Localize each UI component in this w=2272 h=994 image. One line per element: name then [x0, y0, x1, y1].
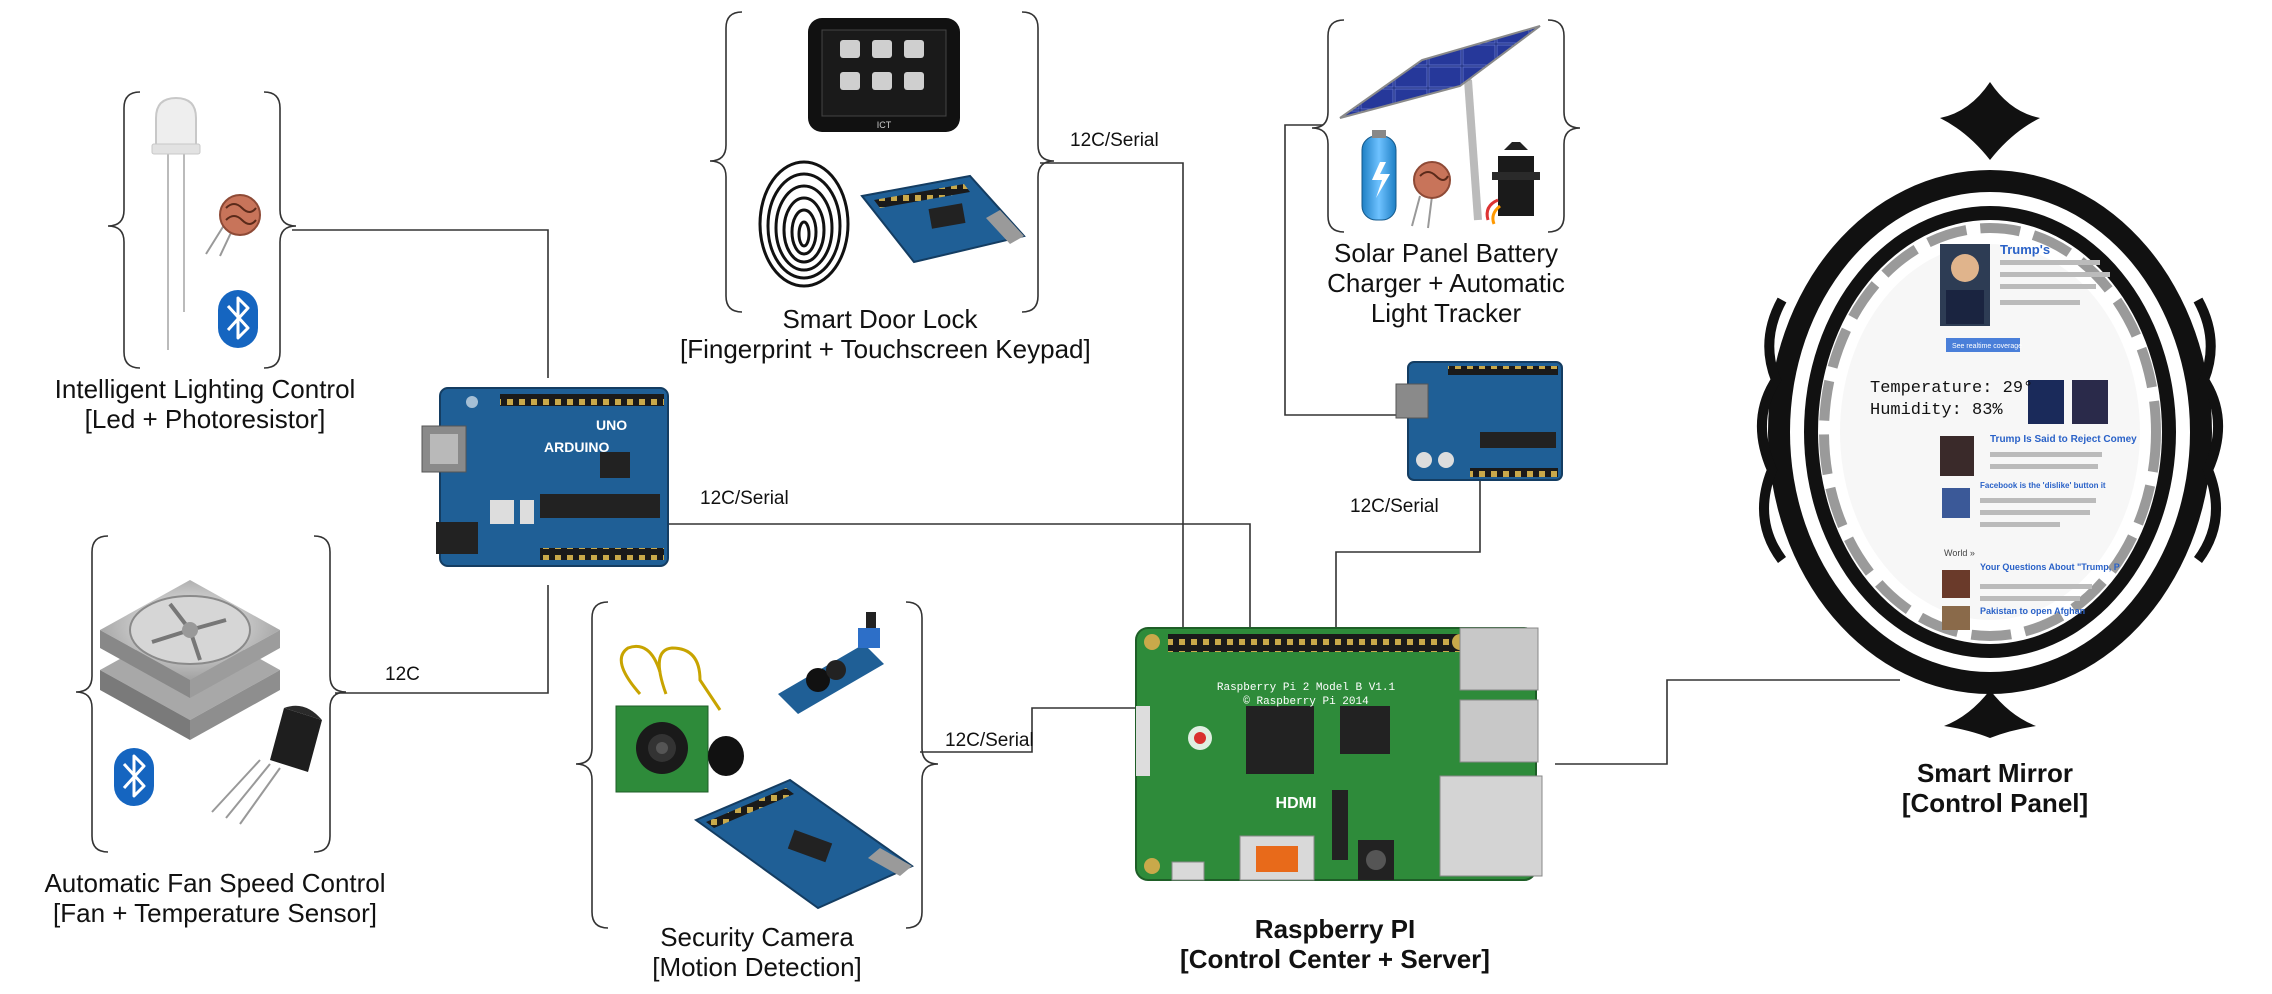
brace-fan-right	[313, 535, 347, 853]
brace-lighting-right	[263, 91, 297, 369]
pi-copyright-text: © Raspberry Pi 2014	[1243, 696, 1369, 708]
brace-lighting-left	[107, 91, 141, 369]
mirror-headline-4: Your Questions About "Trump, P	[1980, 562, 2120, 572]
line-doorlock-pi	[1040, 162, 1184, 628]
line-lighting-uno	[292, 229, 549, 378]
brace-solar-right	[1547, 19, 1581, 233]
raspberry-pi-board	[1135, 627, 1543, 881]
brace-camera-left	[575, 601, 609, 929]
line-uno-pi	[665, 523, 1251, 628]
touchscreen-tablet	[808, 18, 960, 132]
lighting-subtitle: [Led + Photoresistor]	[84, 404, 326, 434]
mirror-headline-5: Pakistan to open Afghan	[1980, 606, 2085, 616]
photoresistor-component	[1411, 161, 1451, 229]
mirror-headline-1: Trump's	[2000, 242, 2050, 257]
pi-model-text: Raspberry Pi 2 Model B V1.1	[1217, 682, 1396, 694]
line-solaruno-pi	[1335, 480, 1481, 628]
doorlock-label: Smart Door Lock [Fingerprint + Touchscre…	[680, 304, 1091, 364]
solar-panel	[1339, 25, 1541, 221]
pi-hdmi-text: HDMI	[1276, 795, 1317, 812]
arduino-mega-board-camera	[693, 778, 915, 910]
fan-component	[100, 580, 280, 740]
raspberry-subtitle: [Control Center + Server]	[1180, 944, 1490, 974]
bluetooth-icon	[218, 290, 258, 348]
line-solar-uno	[1284, 124, 1398, 416]
fan-subtitle: [Fan + Temperature Sensor]	[53, 898, 377, 928]
mirror-humidity: Humidity: 83%	[1870, 401, 2003, 420]
uno-model-text: UNO	[596, 417, 627, 433]
mirror-label: Smart Mirror [Control Panel]	[1850, 758, 2140, 818]
mirror-headline-2: Trump Is Said to Reject Comey	[1990, 434, 2137, 445]
doorlock-subtitle: [Fingerprint + Touchscreen Keypad]	[680, 334, 1091, 364]
raspberry-title: Raspberry PI	[1254, 914, 1416, 944]
led-component	[151, 96, 201, 350]
arduino-uno-board	[421, 387, 669, 567]
camera-subtitle: [Motion Detection]	[652, 952, 862, 982]
group-braces	[75, 11, 1581, 929]
solar-line-3: Light Tracker	[1370, 298, 1522, 328]
brace-camera-right	[905, 601, 939, 929]
solar-line-2: Charger + Automatic	[1327, 268, 1565, 298]
photoresistor-component	[205, 194, 261, 257]
mirror-temperature: Temperature: 29°	[1870, 379, 2033, 398]
mirror-button-text: See realtime coverage	[1952, 343, 2022, 350]
tablet-brand-text: ICT	[877, 120, 892, 130]
mirror-subtitle: [Control Panel]	[1901, 788, 2089, 818]
mirror-title: Smart Mirror	[1916, 758, 2074, 788]
mirror-headline-3: Facebook is the 'dislike' button it	[1980, 481, 2106, 490]
camera-module	[615, 645, 744, 793]
servo-motor	[1485, 142, 1540, 225]
arduino-mega-board-door	[860, 174, 1026, 264]
doorlock-title: Smart Door Lock	[782, 304, 978, 334]
lighting-title: Intelligent Lighting Control	[54, 374, 356, 404]
mirror-screen	[1940, 244, 2110, 630]
line-fan-uno	[335, 585, 549, 694]
camera-label: Security Camera [Motion Detection]	[590, 922, 924, 982]
solar-label: Solar Panel Battery Charger + Automatic …	[1306, 238, 1586, 328]
smart-mirror-frame	[1757, 82, 2223, 738]
connection-label-uno: 12C/Serial	[700, 488, 789, 509]
uno-brand-text: ARDUINO	[544, 439, 609, 455]
brace-doorlock-left	[709, 11, 743, 313]
battery-icon	[1361, 130, 1397, 221]
connection-lines	[292, 124, 1900, 765]
line-pi-mirror	[1555, 679, 1900, 765]
fan-label: Automatic Fan Speed Control [Fan + Tempe…	[20, 868, 410, 928]
brace-solar-left	[1311, 19, 1345, 233]
brace-doorlock-right	[1021, 11, 1055, 313]
motion-sensor	[778, 612, 884, 714]
connection-label-solar: 12C/Serial	[1350, 496, 1439, 517]
brace-fan-left	[75, 535, 109, 853]
camera-title: Security Camera	[660, 922, 854, 952]
mirror-section: World »	[1944, 548, 1975, 558]
bluetooth-icon	[114, 748, 154, 806]
lighting-label: Intelligent Lighting Control [Led + Phot…	[30, 374, 380, 434]
fingerprint-icon	[758, 160, 850, 288]
connection-label-camera: 12C/Serial	[945, 730, 1034, 751]
connection-label-fan: 12C	[385, 664, 420, 685]
connection-label-doorlock: 12C/Serial	[1070, 130, 1159, 151]
temperature-sensor-component	[211, 705, 322, 825]
raspberry-label: Raspberry PI [Control Center + Server]	[1140, 914, 1530, 974]
fan-title: Automatic Fan Speed Control	[44, 868, 386, 898]
line-camera-pi	[920, 707, 1136, 753]
solar-line-1: Solar Panel Battery	[1333, 238, 1558, 268]
arduino-uno-board-solar	[1395, 361, 1563, 481]
